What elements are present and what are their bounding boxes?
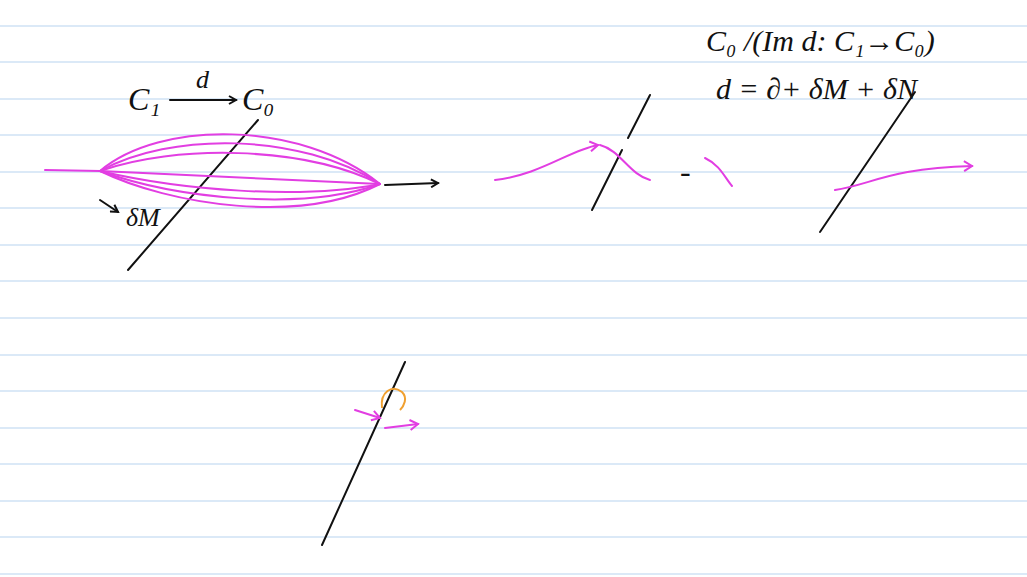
hyperplane	[592, 150, 622, 210]
hyperplane	[820, 92, 915, 232]
term-label: δM	[126, 204, 160, 233]
chain-group: C₁	[128, 82, 160, 117]
hyperplane	[322, 362, 405, 545]
differential-formula: d = ∂+ δM + δN	[716, 72, 917, 105]
trajectories	[45, 134, 972, 428]
hyperplane	[628, 95, 650, 138]
hook-arrow	[100, 200, 118, 212]
orange-loop	[382, 389, 405, 410]
quotient-formula: C₀ /(Im d: C₁→C₀)	[706, 24, 935, 57]
limit-arrow	[385, 183, 438, 185]
map-arrow	[170, 99, 236, 101]
minus-sign: -	[680, 154, 691, 189]
map-name: d	[196, 66, 209, 95]
chain-group: C₀	[242, 82, 274, 117]
ruled-lines	[0, 26, 1027, 574]
